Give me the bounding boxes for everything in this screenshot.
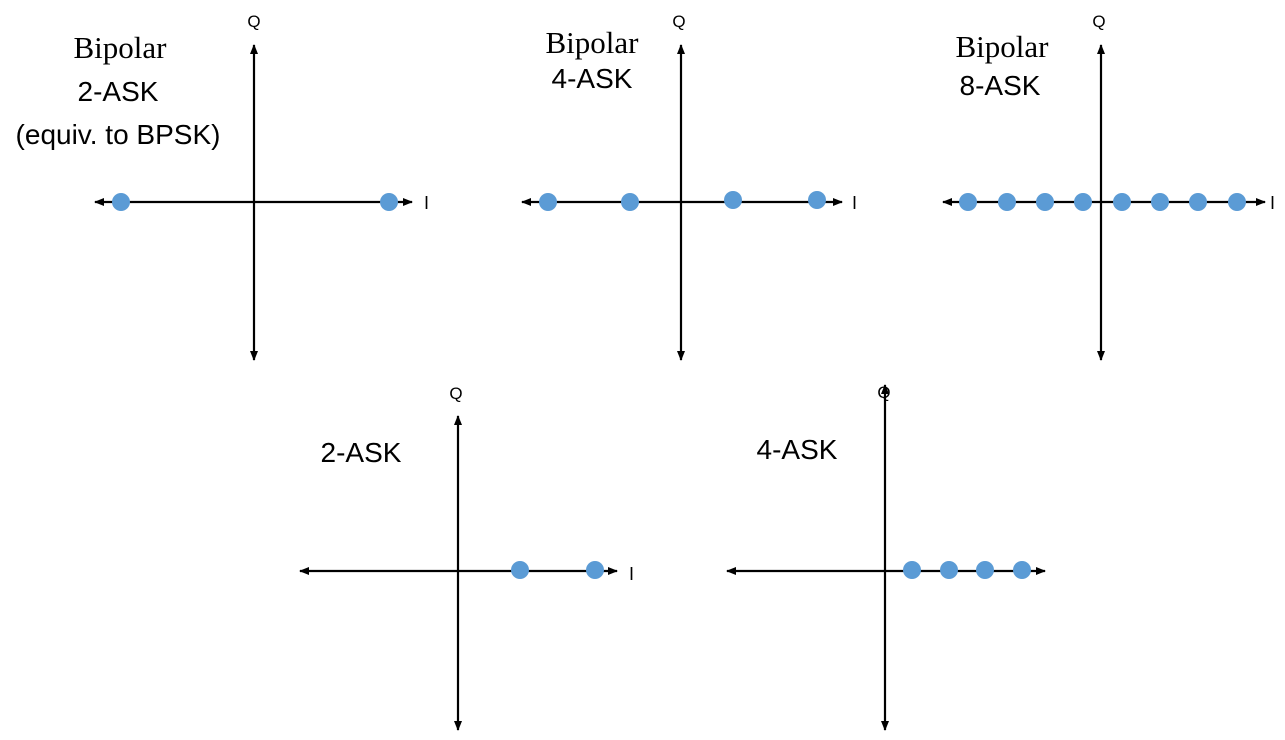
- q-axis-label: Q: [449, 384, 462, 403]
- diagram-note: (equiv. to BPSK): [16, 119, 221, 150]
- q-axis-label: Q: [672, 12, 685, 31]
- i-axis-label: I: [1270, 193, 1275, 213]
- diagram-bipolar-4ask: Q I Bipolar 4-ASK: [521, 12, 857, 361]
- constellation-point: [903, 561, 921, 579]
- q-axis-label: Q: [877, 383, 890, 402]
- diagram-title: Bipolar: [546, 25, 640, 60]
- i-axis-label: I: [852, 193, 857, 213]
- constellation-point: [539, 193, 557, 211]
- constellation-point: [1228, 193, 1246, 211]
- diagram-subtitle: 4-ASK: [757, 434, 838, 465]
- constellation-point: [586, 561, 604, 579]
- diagram-title: Bipolar: [74, 30, 168, 65]
- constellation-point: [724, 191, 742, 209]
- constellation-point: [1036, 193, 1054, 211]
- diagram-subtitle: 2-ASK: [321, 437, 402, 468]
- diagram-unipolar-4ask: Q 4-ASK: [726, 383, 1046, 731]
- diagram-subtitle: 2-ASK: [78, 76, 159, 107]
- diagram-title: Bipolar: [956, 29, 1050, 64]
- diagram-unipolar-2ask: Q I 2-ASK: [299, 384, 634, 731]
- diagram-subtitle: 8-ASK: [960, 70, 1041, 101]
- constellation-point: [1151, 193, 1169, 211]
- constellation-point: [1013, 561, 1031, 579]
- constellation-point: [976, 561, 994, 579]
- constellation-point: [940, 561, 958, 579]
- constellation-point: [112, 193, 130, 211]
- diagram-bipolar-8ask: Q I Bipolar 8-ASK: [942, 12, 1275, 361]
- i-axis-label: I: [629, 564, 634, 584]
- diagram-subtitle: 4-ASK: [552, 63, 633, 94]
- constellation-point: [511, 561, 529, 579]
- q-axis-label: Q: [247, 12, 260, 31]
- constellation-point: [1074, 193, 1092, 211]
- constellation-point: [1189, 193, 1207, 211]
- constellation-point: [621, 193, 639, 211]
- diagram-bipolar-2ask: Q I Bipolar 2-ASK (equiv. to BPSK): [16, 12, 429, 361]
- constellation-point: [380, 193, 398, 211]
- constellation-point: [808, 191, 826, 209]
- constellation-point: [959, 193, 977, 211]
- constellation-point: [1113, 193, 1131, 211]
- q-axis-label: Q: [1092, 12, 1105, 31]
- constellation-point: [998, 193, 1016, 211]
- i-axis-label: I: [424, 193, 429, 213]
